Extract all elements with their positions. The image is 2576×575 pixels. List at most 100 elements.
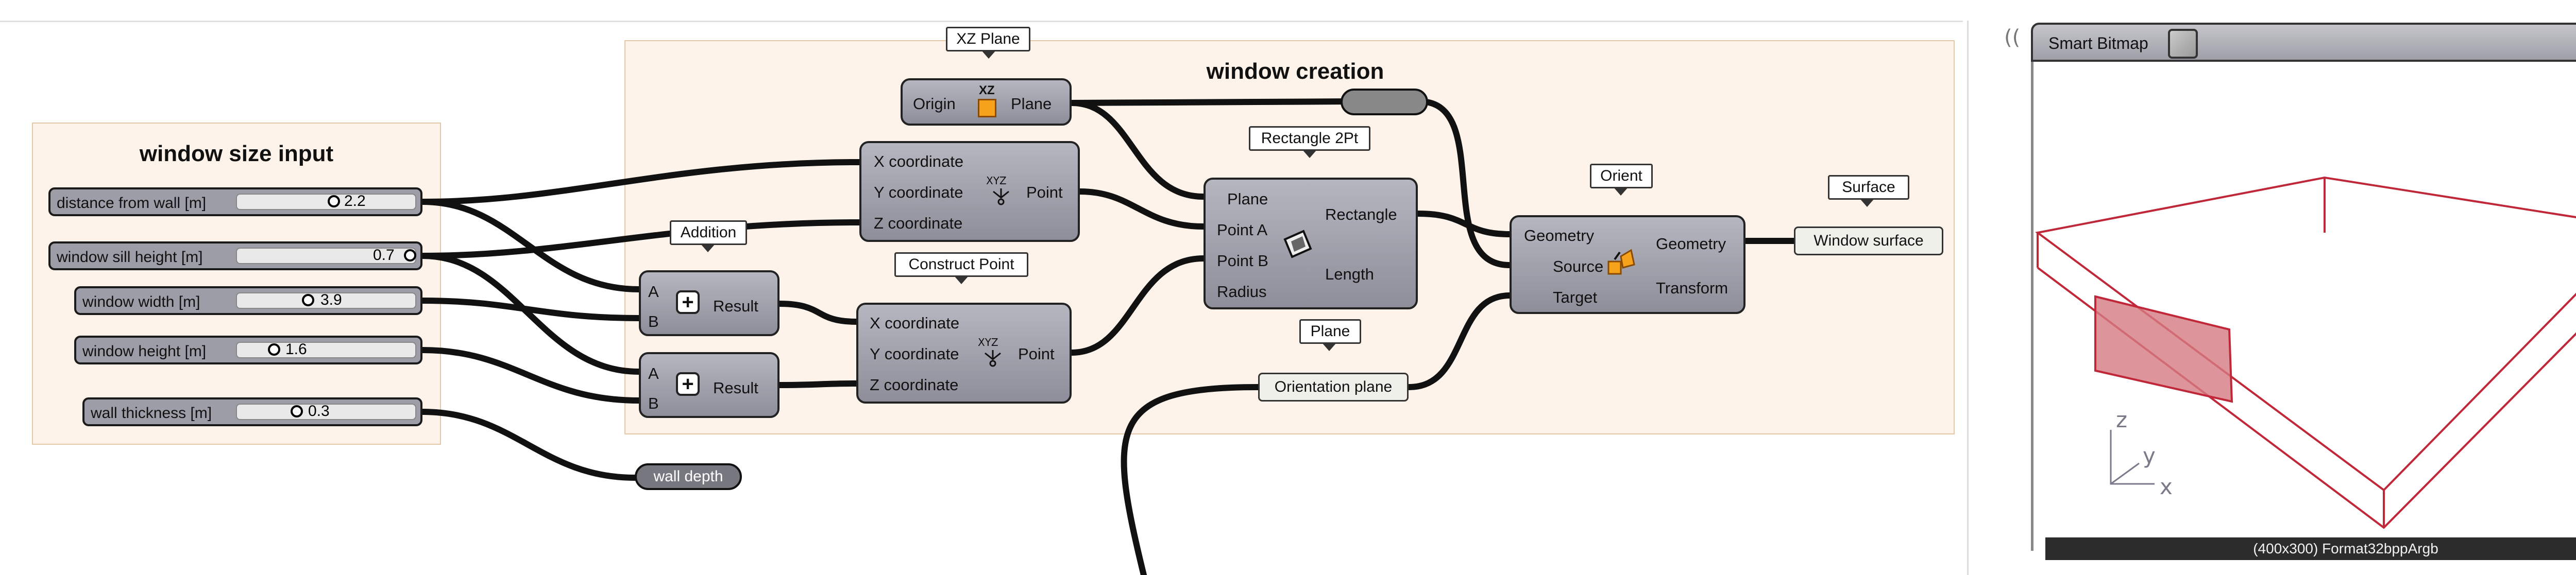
slider-knob[interactable] xyxy=(302,294,314,306)
slider-label: window height [m] xyxy=(82,343,207,360)
output-plane[interactable]: Plane xyxy=(1011,95,1052,113)
output-result[interactable]: Result xyxy=(713,297,758,315)
input-x[interactable]: X coordinate xyxy=(874,152,964,170)
slider-label: window sill height [m] xyxy=(57,249,203,266)
input-a[interactable]: A xyxy=(648,283,659,301)
input-target[interactable]: Target xyxy=(1553,288,1598,306)
tag-tail xyxy=(1322,343,1336,351)
smart-bitmap-preview: z y x xyxy=(2031,62,2576,551)
tag-tail xyxy=(701,244,715,252)
tag-tail xyxy=(1302,150,1317,158)
smart-bitmap-component[interactable]: Smart Bitmap z y x (400x3 xyxy=(2031,23,2576,560)
plus-icon: + xyxy=(676,290,700,314)
orientation-plane-param[interactable]: Orientation plane xyxy=(1258,373,1409,402)
relay-param[interactable] xyxy=(1341,89,1428,115)
tag-orient: Orient xyxy=(1590,164,1653,188)
canvas-separator xyxy=(1967,21,1969,575)
slider-knob[interactable] xyxy=(404,249,416,262)
group-title: window size input xyxy=(139,141,334,166)
plane-icon-label: XZ xyxy=(979,83,995,97)
construct-point-component-1[interactable]: X coordinate Y coordinate Z coordinate X… xyxy=(859,141,1080,242)
output-point[interactable]: Point xyxy=(1018,345,1055,363)
window-surface-param[interactable]: Window surface xyxy=(1794,226,1943,255)
tag-addition: Addition xyxy=(670,220,747,245)
addition-component-2[interactable]: A B + Result xyxy=(639,352,779,418)
output-rectangle[interactable]: Rectangle xyxy=(1325,205,1397,223)
slider-label: wall thickness [m] xyxy=(91,405,212,422)
input-z[interactable]: Z coordinate xyxy=(870,376,959,394)
xyz-point-icon: XYZ xyxy=(978,336,1001,367)
input-radius[interactable]: Radius xyxy=(1217,283,1267,301)
smart-bitmap-header[interactable]: Smart Bitmap xyxy=(2031,23,2576,62)
slider-value: 2.2 xyxy=(344,193,366,210)
wire xyxy=(419,347,642,404)
box-preview: z y x xyxy=(2035,176,2576,529)
slider-track[interactable] xyxy=(236,342,416,358)
slider-track[interactable] xyxy=(236,194,416,210)
slider-window-width[interactable]: window width [m] 3.9 xyxy=(74,286,422,315)
slider-label: distance from wall [m] xyxy=(57,195,207,212)
slider-track[interactable] xyxy=(236,404,416,420)
svg-text:XYZ: XYZ xyxy=(986,175,1007,187)
input-a[interactable]: A xyxy=(648,364,659,382)
tag-plane: Plane xyxy=(1299,319,1361,344)
slider-knob[interactable] xyxy=(328,195,340,207)
input-point-a[interactable]: Point A xyxy=(1217,221,1268,239)
wire xyxy=(419,199,642,292)
bitmap-thumbnail-icon[interactable] xyxy=(2168,29,2198,59)
tag-construct-point: Construct Point xyxy=(894,252,1028,277)
slider-value: 3.9 xyxy=(320,291,342,308)
output-result[interactable]: Result xyxy=(713,379,758,397)
tag-tail xyxy=(981,50,996,59)
input-z[interactable]: Z coordinate xyxy=(874,214,963,232)
axis-label-z: z xyxy=(2116,407,2127,432)
tag-tail xyxy=(954,276,969,284)
slider-wall-thickness[interactable]: wall thickness [m] 0.3 xyxy=(82,397,422,426)
output-transform[interactable]: Transform xyxy=(1656,279,1728,297)
orient-component[interactable]: Geometry Source Target Geometry Transfor… xyxy=(1510,215,1745,314)
output-geometry[interactable]: Geometry xyxy=(1656,235,1726,253)
input-plane[interactable]: Plane xyxy=(1227,190,1268,208)
group-window-size-input[interactable]: window size input xyxy=(32,123,441,445)
slider-knob[interactable] xyxy=(291,405,303,417)
orient-icon xyxy=(1607,249,1635,275)
tag-surface: Surface xyxy=(1828,175,1909,200)
input-x[interactable]: X coordinate xyxy=(870,314,960,332)
tag-tail xyxy=(1614,187,1628,196)
input-y[interactable]: Y coordinate xyxy=(870,345,959,363)
input-source[interactable]: Source xyxy=(1553,257,1604,275)
input-b[interactable]: B xyxy=(648,312,659,330)
tag-rectangle-2pt: Rectangle 2Pt xyxy=(1249,126,1370,151)
output-length[interactable]: Length xyxy=(1325,265,1374,283)
input-origin[interactable]: Origin xyxy=(913,95,956,113)
addition-component-1[interactable]: A B + Result xyxy=(639,270,779,336)
slider-value: 0.3 xyxy=(308,403,330,420)
input-point-b[interactable]: Point B xyxy=(1217,252,1268,270)
xyz-point-icon: XYZ xyxy=(986,175,1009,205)
slider-track[interactable] xyxy=(236,292,416,309)
tag-xz-plane: XZ Plane xyxy=(946,27,1030,51)
construct-point-component-2[interactable]: X coordinate Y coordinate Z coordinate X… xyxy=(856,303,1072,404)
plus-icon: + xyxy=(676,372,700,396)
wall-depth-param[interactable]: wall depth xyxy=(635,463,742,490)
canvas-top-rule xyxy=(0,21,1963,22)
slider-window-sill-height[interactable]: window sill height [m] 0.7 xyxy=(48,241,422,270)
input-b[interactable]: B xyxy=(648,394,659,412)
slider-value: 0.7 xyxy=(373,247,395,264)
wifi-glyph-icon: (( xyxy=(2004,26,2021,49)
slider-window-height[interactable]: window height [m] 1.6 xyxy=(74,336,422,364)
rectangle-icon xyxy=(1283,230,1312,258)
input-geometry[interactable]: Geometry xyxy=(1524,226,1595,245)
input-y[interactable]: Y coordinate xyxy=(874,183,963,201)
rectangle-2pt-component[interactable]: Plane Point A Point B Radius Rectangle L… xyxy=(1204,178,1418,309)
tag-tail xyxy=(1860,199,1874,207)
xz-plane-component[interactable]: Origin XZ Plane xyxy=(901,78,1072,126)
smart-bitmap-footer: (400x300) Format32bppArgb xyxy=(2045,537,2576,560)
wire xyxy=(419,298,642,321)
slider-distance-from-wall[interactable]: distance from wall [m] 2.2 xyxy=(48,187,422,216)
slider-knob[interactable] xyxy=(268,343,280,356)
output-point[interactable]: Point xyxy=(1026,183,1063,201)
slider-label: window width [m] xyxy=(82,293,200,310)
smart-bitmap-title: Smart Bitmap xyxy=(2048,34,2148,53)
